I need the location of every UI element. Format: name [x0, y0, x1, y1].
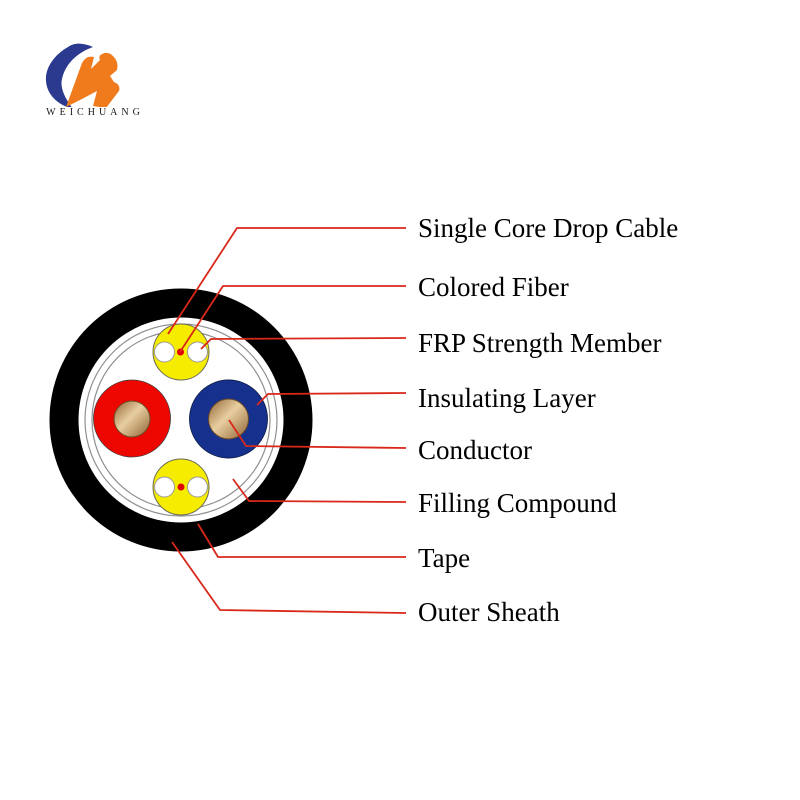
w-swoosh-icon: [66, 52, 120, 107]
label-single-core-drop-cable: Single Core Drop Cable: [418, 212, 679, 243]
leader-conductor: [228, 419, 407, 449]
label-colored-fiber: Colored Fiber: [418, 271, 569, 302]
label-insulating-layer: Insulating Layer: [418, 382, 596, 413]
frp-strength-member-bottom-right: [187, 476, 208, 498]
colored-fiber-bottom: [177, 483, 185, 491]
logo: WEICHUANG: [38, 33, 148, 125]
label-frp-strength-member: FRP Strength Member: [418, 327, 662, 358]
insulated-wire-red: [93, 379, 171, 458]
logo-mark: [45, 43, 120, 107]
drop-cable-unit-bottom: [152, 458, 210, 516]
conductor-blue-core: [208, 398, 249, 440]
leader-insulating-layer: [256, 392, 407, 406]
frp-strength-member-top-left: [154, 341, 175, 363]
insulated-wire-blue: [189, 379, 268, 459]
label-outer-sheath: Outer Sheath: [418, 596, 560, 627]
label-filling-compound: Filling Compound: [418, 487, 617, 518]
label-conductor: Conductor: [418, 434, 532, 465]
conductor-red-core: [113, 400, 151, 438]
label-tape: Tape: [418, 542, 471, 573]
filling-compound-area: [78, 317, 284, 523]
logo-company-name: WEICHUANG: [46, 107, 144, 118]
leader-colored-fiber: [179, 285, 406, 353]
leader-filling-compound: [232, 478, 407, 503]
crescent-icon: [45, 43, 93, 107]
leader-frp-strength-member: [200, 337, 407, 350]
leader-outer-sheath: [171, 541, 407, 614]
leader-lines: [167, 227, 407, 614]
leader-tape: [197, 523, 406, 558]
frp-strength-member-bottom-left: [154, 476, 175, 498]
leader-single-core-drop-cable: [167, 227, 406, 335]
